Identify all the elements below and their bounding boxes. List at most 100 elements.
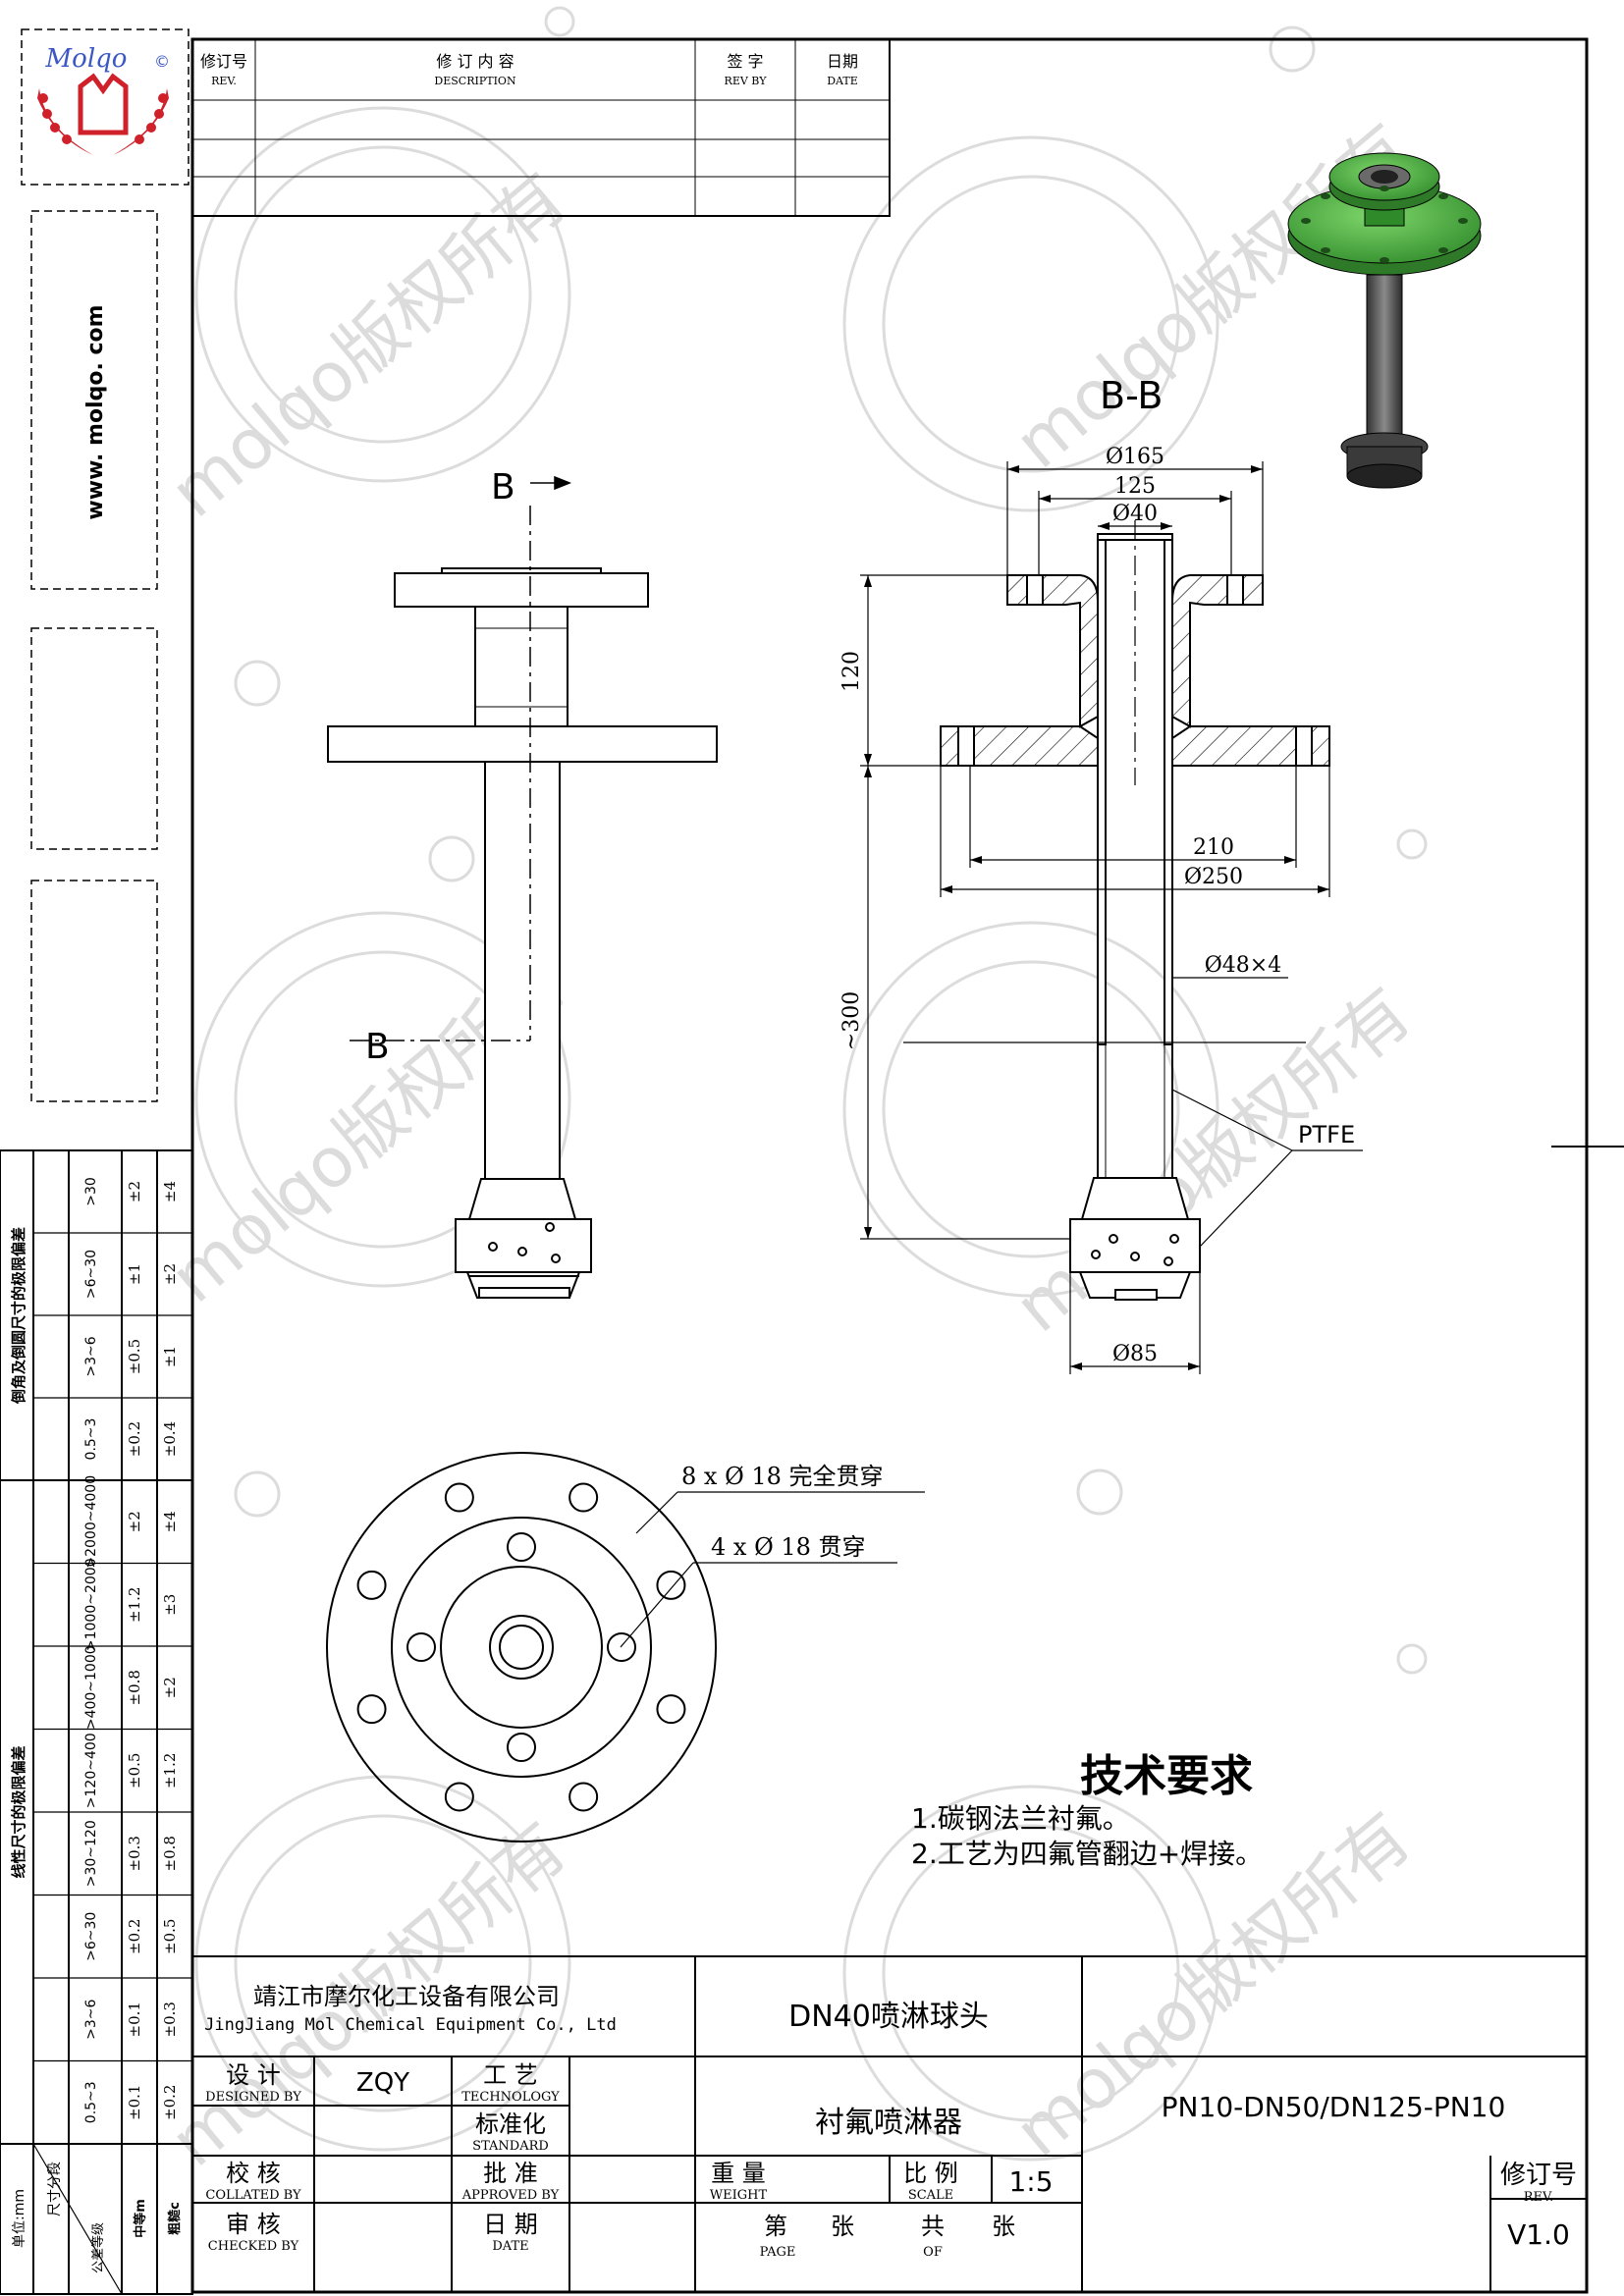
tolerance-cell-range: >30~120 xyxy=(83,1820,99,1887)
tolerance-cell-c: ±0.8 xyxy=(161,1836,179,1871)
svg-text:张: 张 xyxy=(992,2213,1015,2240)
svg-text:审 核: 审 核 xyxy=(226,2211,281,2238)
tolerance-cell-m: ±0.1 xyxy=(126,2085,143,2120)
scale-value: 1:5 xyxy=(1008,2165,1053,2198)
tolerance-cell-range: >3~6 xyxy=(83,2000,99,2040)
tolerance-cell-m: ±0.1 xyxy=(126,2002,143,2037)
tolerance-cell-m: ±1 xyxy=(126,1263,143,1285)
tolerance-cell-m: ±0.5 xyxy=(126,1753,143,1789)
svg-text:OF: OF xyxy=(923,2245,943,2260)
section-view xyxy=(940,520,1330,1301)
logo-text: Molqo xyxy=(45,44,128,74)
flange-plan-view xyxy=(326,1452,717,1842)
tech-line1: 1.碳钢法兰衬氟。 xyxy=(911,1802,1130,1835)
outer-bolt-hole xyxy=(656,1694,686,1725)
tolerance-cell-c: ±3 xyxy=(161,1594,179,1616)
dim-d85: Ø85 xyxy=(1112,1342,1158,1366)
svg-text:工 艺: 工 艺 xyxy=(483,2061,538,2089)
tolerance-cell-c: ±2 xyxy=(161,1677,179,1698)
tolerance-cell-range: 0.5~3 xyxy=(83,1418,99,1461)
tolerance-cell-c: ±1.2 xyxy=(161,1753,179,1789)
tolerance-cell-m: ±2 xyxy=(126,1511,143,1532)
tolerance-cell-range: >400~1000 xyxy=(83,1645,99,1730)
svg-text:标准化: 标准化 xyxy=(475,2110,546,2138)
tolerance-cell-m: ±0.5 xyxy=(126,1339,143,1374)
company-name-en: JingJiang Mol Chemical Equipment Co., Lt… xyxy=(204,2015,617,2035)
svg-text:SCALE: SCALE xyxy=(908,2188,953,2203)
bolt-holes xyxy=(356,1482,686,1812)
inner-bolt-hole xyxy=(607,1632,636,1662)
linear-title: 线性尺寸的极限偏差 xyxy=(10,1745,27,1878)
tolerance-cell-range: >1000~2000 xyxy=(83,1558,99,1651)
svg-text:DESCRIPTION: DESCRIPTION xyxy=(434,75,516,87)
outer-holes-note: 8 x Ø 18 完全贯穿 xyxy=(681,1463,884,1490)
company-name-cn: 靖江市摩尔化工设备有限公司 xyxy=(253,1983,560,2010)
dim-120: 120 xyxy=(839,651,864,692)
svg-text:公差等级: 公差等级 xyxy=(90,2222,106,2273)
tolerance-cell-range: >3~6 xyxy=(83,1336,99,1376)
svg-text:修订号: 修订号 xyxy=(1500,2161,1577,2190)
svg-text:TECHNOLOGY: TECHNOLOGY xyxy=(461,2090,560,2105)
svg-text:批 准: 批 准 xyxy=(483,2160,538,2187)
dim-pipe: Ø48×4 xyxy=(1205,953,1281,978)
tolerance-rows: >30±2±4>6~30±1±2>3~6±0.5±10.5~3±0.2±0.4>… xyxy=(33,1177,192,2123)
svg-text:molqo版权所有: molqo版权所有 xyxy=(155,157,581,533)
tolerance-cell-m: ±0.2 xyxy=(126,1919,143,1954)
drawing-name: 衬氟喷淋器 xyxy=(815,2106,962,2140)
svg-text:©: © xyxy=(154,52,170,71)
svg-text:DATE: DATE xyxy=(827,75,858,87)
tolerance-cell-m: ±0.3 xyxy=(126,1836,143,1871)
elevation-view xyxy=(327,567,718,1299)
svg-text:REV.: REV. xyxy=(211,75,237,87)
tolerance-cell-c: ±4 xyxy=(161,1181,179,1202)
tolerance-table xyxy=(0,1149,193,2295)
svg-text:粗糙c: 粗糙c xyxy=(167,2202,183,2235)
svg-text:日期: 日期 xyxy=(827,52,858,71)
dim-d250: Ø250 xyxy=(1184,865,1243,889)
svg-text:修 订 内 容: 修 订 内 容 xyxy=(436,52,514,71)
svg-text:REV.: REV. xyxy=(1524,2190,1554,2205)
dimension-arrows xyxy=(864,465,1329,1370)
cut-label-bottom: B xyxy=(365,1027,390,1067)
svg-text:共: 共 xyxy=(921,2213,945,2240)
section-title: B-B xyxy=(1100,374,1164,417)
dimension-texts: Ø165 125 Ø40 120 210 Ø250 Ø48×4 ~300 PTF… xyxy=(839,445,1355,1366)
dim-125: 125 xyxy=(1114,474,1156,499)
tolerance-cell-range: >6~30 xyxy=(83,1912,99,1961)
inner-bolt-hole xyxy=(406,1632,436,1662)
svg-text:重 量: 重 量 xyxy=(711,2160,766,2187)
svg-text:DATE: DATE xyxy=(492,2239,528,2254)
chamfer-title: 倒角及倒圆尺寸的极限偏差 xyxy=(10,1227,27,1405)
dim-d40: Ø40 xyxy=(1112,502,1158,526)
svg-text:DESIGNED BY: DESIGNED BY xyxy=(205,2090,301,2105)
inner-bolt-hole xyxy=(507,1733,536,1762)
tolerance-cell-range: >30 xyxy=(83,1177,99,1206)
material-label: PTFE xyxy=(1298,1121,1355,1148)
tolerance-cell-m: ±2 xyxy=(126,1181,143,1202)
svg-text:尺寸分段: 尺寸分段 xyxy=(47,2162,63,2216)
watermark-layer xyxy=(194,6,1428,2162)
tolerance-cell-range: >120~400 xyxy=(83,1733,99,1808)
isometric-render-image xyxy=(1287,152,1482,489)
tolerance-cell-m: ±0.2 xyxy=(126,1421,143,1457)
outer-bolt-hole xyxy=(568,1782,599,1812)
spec-code: PN10-DN50/DN125-PN10 xyxy=(1162,2091,1506,2123)
tolerance-cell-c: ±1 xyxy=(161,1346,179,1367)
dim-210: 210 xyxy=(1193,835,1234,860)
outer-bolt-hole xyxy=(356,1694,387,1725)
revision-table-headers: 修订号 REV. 修 订 内 容 DESCRIPTION 签 字 REV BY … xyxy=(200,52,858,87)
tolerance-cell-c: ±0.2 xyxy=(161,2085,179,2120)
technical-requirements: 技术要求 1.碳钢法兰衬氟。 2.工艺为四氟管翻边+焊接。 xyxy=(911,1751,1263,1870)
tolerance-cell-m: ±1.2 xyxy=(126,1587,143,1623)
tolerance-cell-c: ±0.5 xyxy=(161,1919,179,1954)
svg-text:第: 第 xyxy=(764,2213,787,2240)
hole-leaders xyxy=(620,1491,925,1648)
svg-text:中等m: 中等m xyxy=(133,2199,148,2238)
title-block xyxy=(191,1955,1588,2293)
svg-text:REV BY: REV BY xyxy=(725,75,768,87)
designer-name: ZQY xyxy=(356,2068,409,2098)
tolerance-cell-c: ±4 xyxy=(161,1511,179,1532)
part-name: DN40喷淋球头 xyxy=(788,2000,989,2034)
svg-text:COLLATED BY: COLLATED BY xyxy=(205,2188,301,2203)
